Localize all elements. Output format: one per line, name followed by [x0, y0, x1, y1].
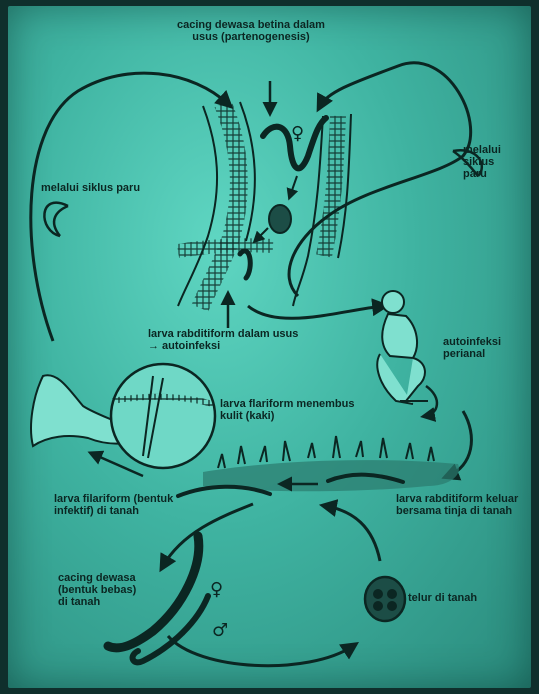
soil-ground	[203, 436, 459, 491]
egg-in-soil	[365, 577, 405, 621]
female-symbol-intestine: ♀	[291, 123, 304, 144]
lung-cycle-right-arrow	[289, 63, 471, 296]
squatting-person-illustration	[377, 291, 428, 404]
label-egg-soil: telur di tanah	[408, 592, 477, 604]
label-lung-cycle-right: melalui siklus paru	[463, 144, 531, 180]
label-autoinfection-perianal: autoinfeksi perianal	[443, 336, 501, 360]
female-symbol-soil: ♀	[210, 579, 223, 600]
label-rhabditiform-feces: larva rabditiform keluar bersama tinja d…	[396, 493, 518, 517]
egg-in-intestine	[269, 205, 291, 233]
filariform-larva-soil	[178, 487, 270, 496]
label-filariform-soil: larva filariform (bentuk infektif) di ta…	[54, 493, 173, 517]
adult-male-free-worm	[133, 596, 208, 662]
label-rhabditiform-intestine: larva rabditiform dalam usus → autoinfek…	[148, 328, 298, 352]
label-lung-cycle-left: melalui siklus paru	[41, 182, 140, 194]
textbook-page: cacing dewasa betina dalam usus (parteno…	[8, 6, 531, 688]
label-adult-free-living: cacing dewasa (bentuk bebas) di tanah	[58, 572, 136, 608]
label-filariform-skin: larva flariform menembus kulit (kaki)	[220, 398, 355, 422]
male-symbol-soil: ♂	[212, 620, 228, 641]
rhabditiform-larva-intestine	[240, 251, 250, 278]
label-adult-female-intestine: cacing dewasa betina dalam usus (parteno…	[177, 19, 325, 43]
